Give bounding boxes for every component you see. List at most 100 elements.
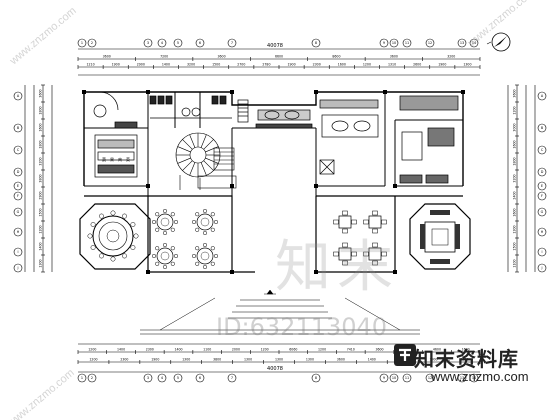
right-dim-label: 1500 [513,242,517,250]
svg-text:10: 10 [392,376,396,380]
bottom-dim-label: 4600 [433,348,441,352]
top-dim-label: 1900 [438,63,446,67]
left-dim-label: 1800 [39,106,43,114]
left-dim-label: 3600 [39,89,43,97]
axis-bubble: E [13,181,23,191]
svg-text:C: C [17,148,20,152]
axis-bubble: B [537,123,547,133]
bottom-dim-label: 6060 [289,348,297,352]
west-octagon-room [79,203,151,270]
axis-bubble: H [537,227,547,237]
east-octagon-room [409,203,471,270]
kitchen-area [93,91,138,178]
building-walls [82,90,465,274]
svg-text:4: 4 [161,376,163,380]
svg-text:1: 1 [81,376,83,380]
axis-bubble: 6 [195,38,205,48]
axis-bubble: 1 [77,373,87,383]
svg-text:8: 8 [315,41,317,45]
svg-text:12: 12 [428,41,432,45]
svg-text:G: G [541,210,544,214]
svg-text:F: F [541,194,543,198]
left-dim-label: 1200 [39,225,43,233]
axis-bubble: 11 [402,38,412,48]
bottom-dim-label: 1400 [117,348,125,352]
top-dim-label: 2700 [237,63,245,67]
top-dim-label: 1400 [162,63,170,67]
watermark-id: ID:632113040 [216,313,388,341]
top-dim-label: 1600 [338,63,346,67]
svg-text:1: 1 [81,41,83,45]
overall-width-top: 40078 [267,43,283,49]
svg-text:12: 12 [428,376,432,380]
top-dim-label: 1500 [212,63,220,67]
axis-bubble: 2 [87,38,97,48]
svg-text:H: H [17,230,20,234]
top-dim-label: 1210 [87,63,95,67]
bottom-dim-label: 3600 [337,358,345,362]
left-dimension-chain [24,84,53,273]
east-dining-tables [333,210,387,266]
svg-text:2: 2 [91,41,93,45]
bottom-dim-label: 1400 [174,348,182,352]
axis-bubble: 12 [425,38,435,48]
bottom-dim-label: 1300 [244,358,252,362]
svg-text:10: 10 [392,41,396,45]
bottom-dim-label: 1300 [306,358,314,362]
svg-text:7: 7 [231,41,233,45]
bottom-dim-label: 3800 [213,358,221,362]
axis-bubble: I [13,247,23,257]
axis-bubble: 4 [157,38,167,48]
axis-bubble: 3 [143,373,153,383]
svg-text:H: H [541,230,544,234]
axis-bubble: B [13,123,23,133]
svg-text:13: 13 [460,376,464,380]
axis-bubble: 2 [87,373,97,383]
top-dim-label: 1900 [288,63,296,67]
axis-bubble: A [13,91,23,101]
svg-text:2: 2 [91,376,93,380]
svg-text:A: A [17,94,20,98]
right-dim-label: 1200 [513,106,517,114]
axis-bubble: 7 [227,373,237,383]
bottom-dim-label: 1900 [151,358,159,362]
axis-bubble: 10 [389,373,399,383]
left-dim-label: 1800 [39,140,43,148]
axis-bubble: 5 [173,38,183,48]
restroom-block [149,95,232,119]
svg-text:D: D [541,170,544,174]
svg-text:B: B [541,126,544,130]
axis-bubble: F [537,191,547,201]
axis-bubble: J [537,263,547,273]
right-dim-label: 1300 [513,225,517,233]
bottom-dim-label: 7410 [347,348,355,352]
bottom-dim-label: 2000 [232,348,240,352]
north-arrow-icon [486,32,511,52]
axis-bubble: 7 [227,38,237,48]
top-dim-label: 7200 [160,55,168,59]
bottom-dim-label: 2300 [120,358,128,362]
left-dim-label: 3200 [39,157,43,165]
svg-text:11: 11 [405,376,409,380]
svg-text:E: E [541,184,543,188]
kitchen-label: 果 [110,156,114,162]
left-dim-label: 1600 [39,123,43,131]
northeast-lounge [319,95,459,184]
svg-text:E: E [17,184,19,188]
right-dimension-chain [507,84,536,273]
axis-bubble: 4 [157,373,167,383]
left-dim-label: 2900 [39,191,43,199]
right-dim-label: 3600 [513,89,517,97]
axis-bubble: C [537,145,547,155]
axis-bubble: 10 [389,38,399,48]
top-dim-label: 1200 [363,63,371,67]
brand-logo-icon [394,344,416,366]
svg-text:8: 8 [315,376,317,380]
